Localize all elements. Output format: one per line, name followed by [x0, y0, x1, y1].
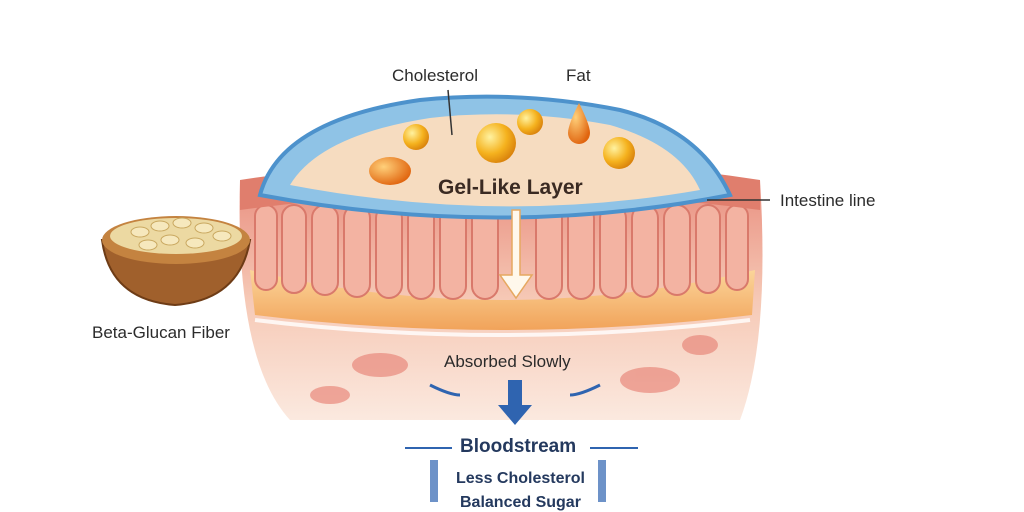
down-arrow-icon [498, 380, 532, 425]
fat-band [250, 270, 755, 330]
cholesterol-droplet [369, 157, 411, 185]
absorption-arrow [498, 209, 534, 300]
cholesterol-droplet [476, 123, 516, 163]
beta-glucan-fiber-label: Beta-Glucan Fiber [92, 323, 230, 342]
cholesterol-label: Cholesterol [392, 66, 478, 85]
bloodstream-label: Bloodstream [460, 436, 577, 457]
fat-droplet [517, 109, 543, 135]
fat-droplet [603, 137, 635, 169]
less-cholesterol-label: Less Cholesterol [456, 470, 585, 487]
balanced-sugar-label: Balanced Sugar [460, 494, 581, 511]
fat-label: Fat [566, 66, 591, 85]
cholesterol-droplet [403, 124, 429, 150]
intestine-line-label: Intestine line [780, 191, 876, 210]
villi [254, 204, 749, 300]
gel-layer-label: Gel-Like Layer [438, 176, 583, 199]
fat-drop-icon [568, 103, 590, 144]
absorbed-slowly-label: Absorbed Slowly [444, 352, 571, 371]
oat-bowl-icon [100, 216, 252, 307]
